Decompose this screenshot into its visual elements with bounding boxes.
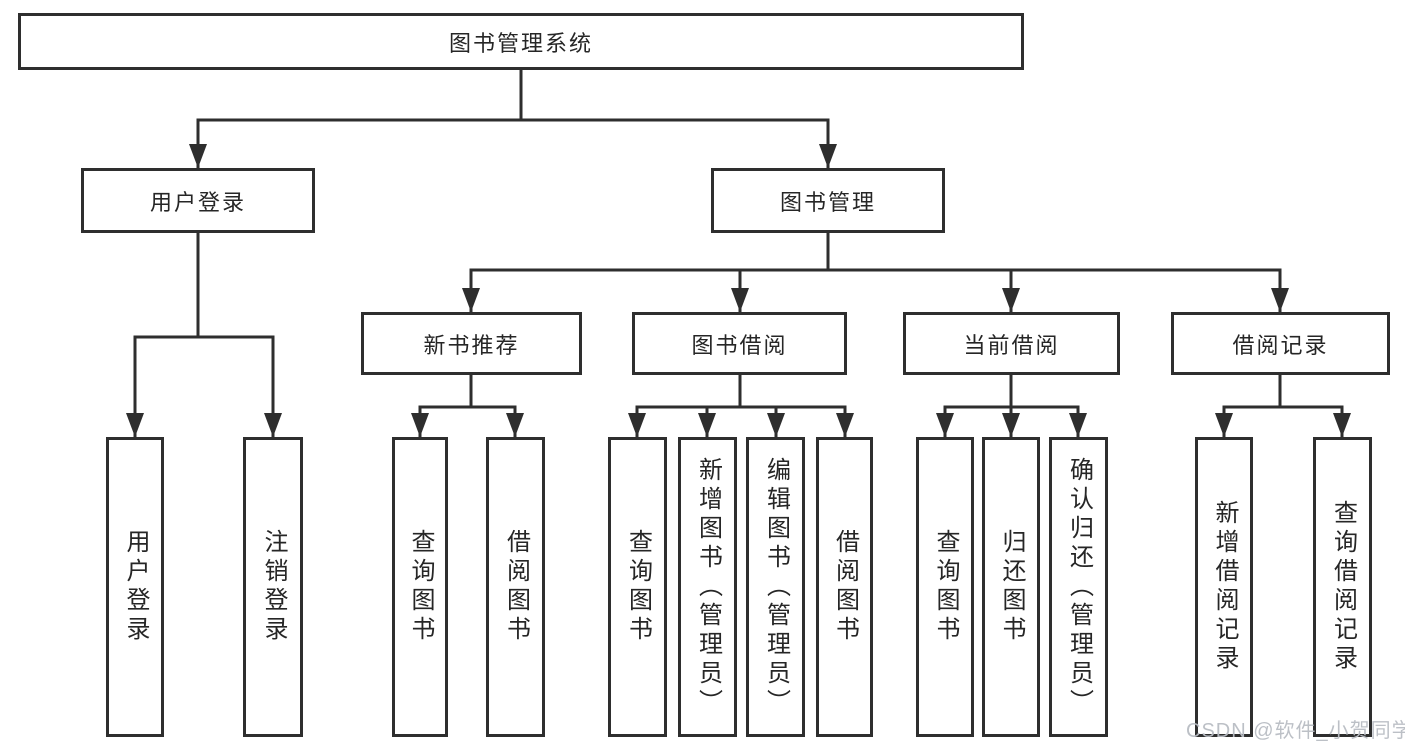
leaf-user-login: 用户登录 [106,437,164,737]
leaf-query-borrow-record: 查询借阅记录 [1313,437,1372,737]
node-label: 当前借阅 [963,332,1060,358]
node-label: 归还图书 [998,529,1025,645]
node-label: 借阅记录 [1232,332,1329,358]
leaf-query-books-borrow: 查询图书 [608,437,667,737]
node-book-management: 图书管理 [711,168,945,233]
node-label: 用户登录 [149,189,246,215]
node-label: 图书管理 [779,189,876,215]
leaf-edit-book-admin: 编辑图书（管理员） [746,437,805,737]
leaf-confirm-return-admin: 确认归还（管理员） [1049,437,1108,737]
leaf-return-books: 归还图书 [982,437,1040,737]
node-user-login: 用户登录 [81,168,315,233]
node-label: 查询图书 [932,529,959,645]
node-current-borrowing: 当前借阅 [903,312,1120,375]
leaf-add-borrow-record: 新增借阅记录 [1195,437,1253,737]
node-borrowing-records: 借阅记录 [1171,312,1390,375]
leaf-logout: 注销登录 [243,437,303,737]
node-label: 新增图书（管理员） [694,456,722,718]
node-label: 编辑图书（管理员） [762,456,790,718]
leaf-borrow-books-borrow: 借阅图书 [816,437,873,737]
leaf-query-books-current: 查询图书 [916,437,974,737]
node-label: 用户登录 [122,529,149,645]
node-label: 图书借阅 [691,332,788,358]
node-new-book-recommend: 新书推荐 [361,312,582,375]
leaf-borrow-books-newrec: 借阅图书 [486,437,545,737]
node-label: 图书管理系统 [448,30,593,56]
node-label: 借阅图书 [831,529,859,645]
node-label: 确认归还（管理员） [1065,456,1093,718]
node-label: 新增借阅记录 [1211,500,1238,674]
leaf-add-book-admin: 新增图书（管理员） [678,437,737,737]
node-book-borrowing: 图书借阅 [632,312,847,375]
csdn-watermark: CSDN @软件_小贺同学 [1186,720,1405,742]
node-label: 查询图书 [624,529,652,645]
node-label: 查询图书 [407,529,434,645]
leaf-query-books-newrec: 查询图书 [392,437,448,737]
node-label: 注销登录 [260,529,287,645]
node-label: 借阅图书 [502,529,530,645]
node-library-management-system: 图书管理系统 [18,13,1024,70]
node-label: 查询借阅记录 [1329,500,1357,674]
node-label: 新书推荐 [423,332,520,358]
